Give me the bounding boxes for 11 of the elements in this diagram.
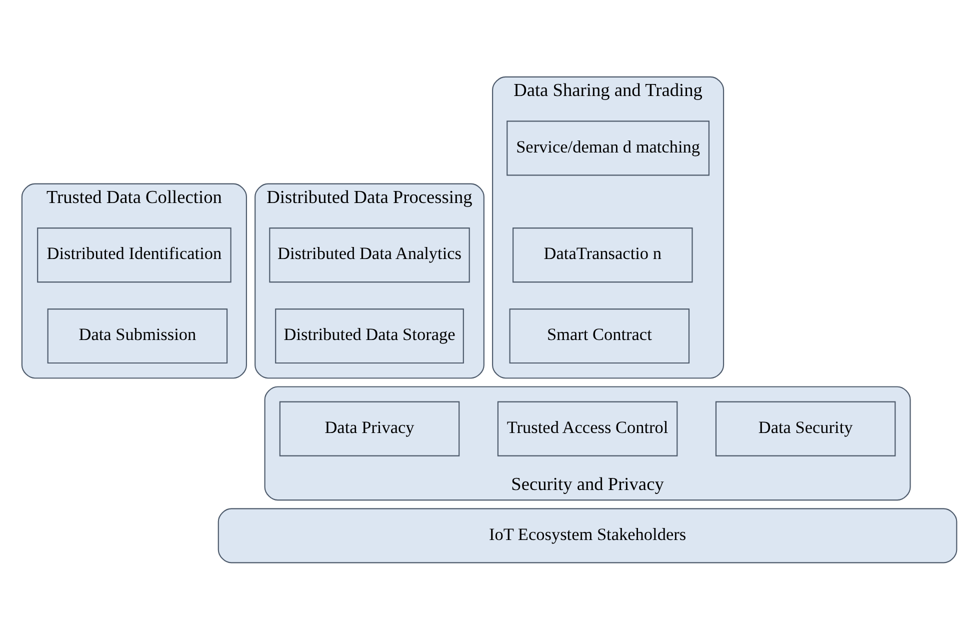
node-box: DataTransactio n (512, 228, 692, 283)
node-box: Distributed Data Analytics (268, 228, 470, 283)
node-box: Distributed Identification (36, 228, 231, 283)
node-box: Data Security (714, 401, 896, 456)
node-box: Distributed Data Storage (274, 308, 464, 364)
node-box: IoT Ecosystem Stakeholders (217, 508, 957, 564)
node-box: Trusted Access Control (496, 401, 678, 456)
node-box: Service/deman d matching (506, 120, 709, 176)
node-box: Data Privacy (278, 401, 460, 456)
node-box: Data Submission (46, 308, 228, 364)
node-box: Smart Contract (508, 308, 690, 364)
